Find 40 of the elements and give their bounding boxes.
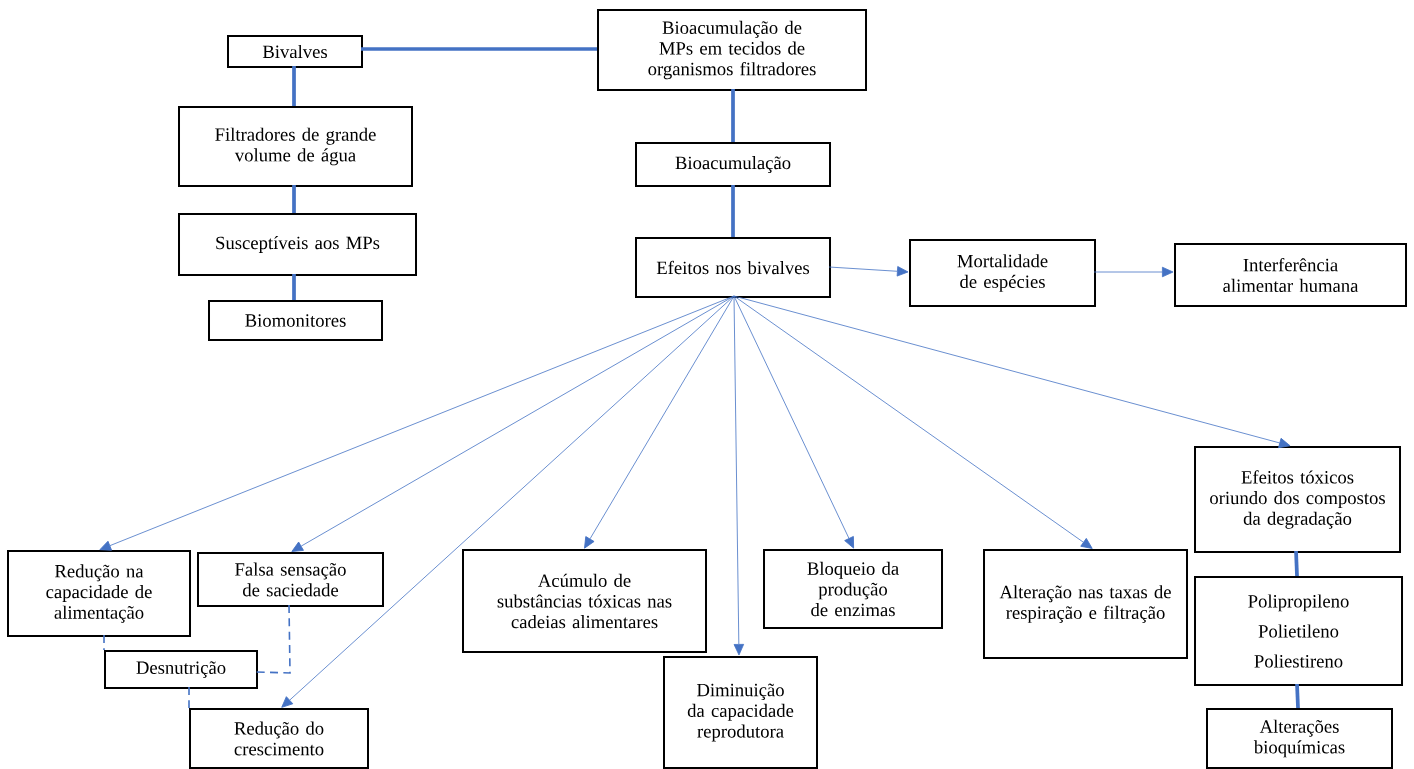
text-box: Acúmulo de substâncias tóxicas nas cadeias alimentares [462, 549, 707, 653]
text-box: Redução do crescimento [189, 708, 369, 769]
text-box: Redução na capacidade de alimentação [7, 550, 191, 637]
text-box: Polipropileno Polietileno Poliestireno [1194, 576, 1403, 686]
text-box: Susceptíveis aos MPs [178, 213, 417, 276]
text-box: Falsa sensação de saciedade [197, 552, 384, 607]
text-box: Bioacumulação de MPs em tecidos de organismos filtradores [597, 9, 867, 91]
arrow [733, 295, 1291, 449]
arrow [1093, 266, 1174, 278]
text-box: Mortalidade de espécies [909, 239, 1096, 307]
connector-line [1295, 683, 1300, 709]
text-box: Biomonitores [208, 300, 383, 341]
arrow [99, 295, 735, 551]
text-box: Diminuição da capacidade reprodutora [663, 656, 818, 769]
arrow [733, 295, 745, 656]
text-box: Efeitos nos bivalves [635, 237, 831, 298]
arrow [733, 295, 854, 549]
connector-line [292, 274, 296, 300]
text-box: Interferência alimentar humana [1174, 243, 1407, 307]
arrow [733, 295, 1093, 549]
arrow [584, 295, 735, 549]
text-box: Alterações bioquímicas [1206, 708, 1393, 769]
text-box: Desnutrição [104, 650, 258, 689]
connector-line [731, 89, 735, 142]
text-box: Bivalves [227, 35, 363, 68]
connector-line [255, 604, 291, 674]
text-box: Bloqueio da produção de enzimas [763, 549, 943, 629]
connector-line [361, 47, 597, 51]
text-box: Efeitos tóxicos oriundo dos compostos da degradação [1194, 446, 1401, 553]
arrow [281, 295, 735, 708]
connector-line [1294, 550, 1299, 577]
connector-line [103, 634, 105, 651]
text-box: Filtradores de grande volume de água [178, 106, 413, 187]
text-box: Bioacumulação [635, 142, 831, 187]
connector-line [292, 66, 296, 106]
arrow [828, 266, 909, 277]
connector-line [292, 185, 296, 213]
connector-line [731, 185, 735, 237]
connector-line [188, 686, 190, 709]
text-box: Alteração nas taxas de respiração e filtração [983, 549, 1188, 659]
